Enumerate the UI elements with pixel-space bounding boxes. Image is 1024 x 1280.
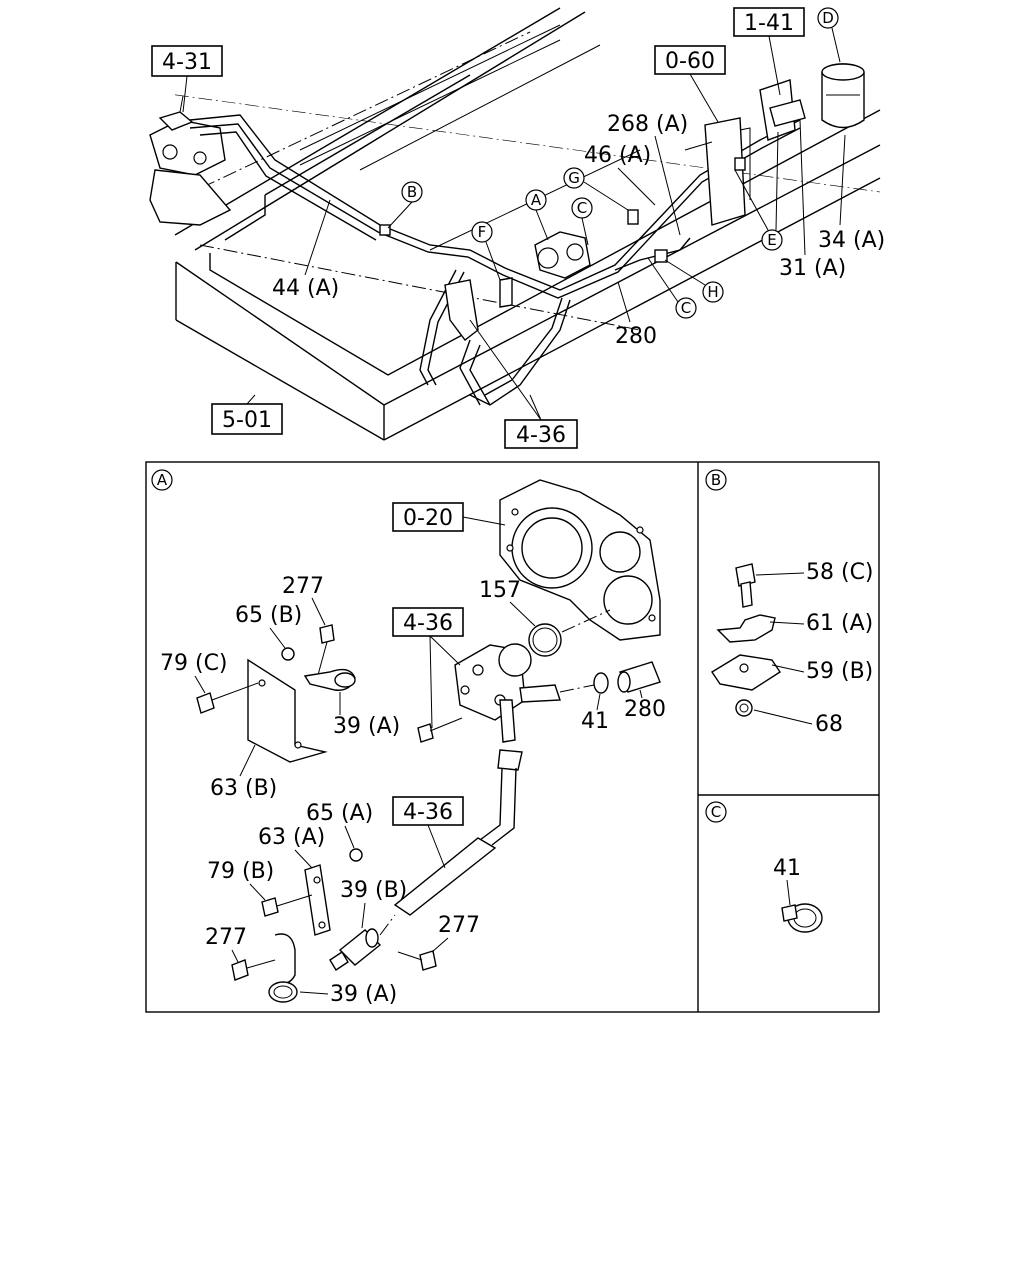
svg-text:G: G (568, 169, 580, 187)
callout-e-top: E (734, 131, 783, 251)
label-44a: 44 (A) (272, 276, 339, 301)
ref-0-60-label: 0-60 (665, 49, 715, 74)
callout-g-top: G (563, 167, 629, 211)
panel-c-marker: C (711, 803, 721, 821)
svg-text:F: F (478, 223, 487, 241)
svg-text:C: C (577, 199, 587, 217)
panel-b: B 58 (C) 61 (A) 59 (B) 68 (705, 469, 874, 737)
ref-box-4-36-top: 4-36 (469, 319, 578, 449)
ref-box-4-31: 4-31 (151, 45, 223, 113)
label-58c: 58 (C) (806, 560, 874, 585)
nut-65a (349, 848, 363, 862)
label-268a: 268 (A) (607, 112, 688, 137)
label-79c: 79 (C) (160, 651, 228, 676)
clamp-39a-bottom (274, 933, 296, 985)
svg-text:D: D (822, 9, 834, 27)
pump-assembly (534, 231, 591, 279)
reservoir-tank (821, 63, 865, 129)
callout-c-top2: C (647, 257, 697, 319)
label-39a-bottom: 39 (A) (330, 982, 397, 1007)
bracket-060 (684, 117, 751, 226)
ref-box-4-36-a1: 4-36 (392, 607, 464, 729)
bracket-63a (304, 864, 331, 936)
svg-text:H: H (707, 283, 718, 301)
callout-h-top: H (664, 259, 724, 303)
ref-box-1-41: 1-41 (733, 7, 805, 96)
bracket-59b (711, 654, 781, 691)
ref-0-20-label: 0-20 (403, 506, 453, 531)
ref-4-36-a2-label: 4-36 (403, 800, 453, 825)
label-34a: 34 (A) (818, 228, 885, 253)
label-59b: 59 (B) (806, 659, 873, 684)
label-79b: 79 (B) (207, 859, 274, 884)
nut-65b (281, 647, 295, 661)
label-63b: 63 (B) (210, 776, 277, 801)
long-hose (393, 749, 523, 916)
label-41-a: 41 (581, 709, 609, 734)
svg-text:C: C (681, 299, 691, 317)
label-31a: 31 (A) (779, 256, 846, 281)
ref-box-4-36-a2: 4-36 (392, 796, 464, 869)
svg-text:B: B (407, 183, 417, 201)
ref-box-0-20: 0-20 (392, 502, 506, 532)
label-277a: 277 (282, 574, 324, 599)
bolt-79c (196, 692, 215, 714)
panel-c: C 41 (705, 801, 823, 933)
pump-bolt (417, 717, 463, 743)
gear-housing (499, 479, 661, 641)
bolt-58c (735, 563, 756, 587)
label-277b: 277 (205, 925, 247, 950)
ref-5-01-label: 5-01 (222, 408, 272, 433)
callout-d-top: D (817, 7, 841, 63)
label-39a-top: 39 (A) (333, 714, 400, 739)
label-68: 68 (815, 712, 843, 737)
o-ring (528, 623, 562, 657)
ref-1-41-label: 1-41 (744, 11, 794, 36)
detail-panels (145, 461, 880, 1013)
label-65a: 65 (A) (306, 801, 373, 826)
label-41-c: 41 (773, 856, 801, 881)
bolt-277b (231, 959, 249, 981)
bolt-277a (319, 624, 335, 644)
pump-body (454, 643, 561, 743)
callout-c-top1: C (571, 197, 593, 246)
hose-clamp (593, 672, 609, 694)
nut-68 (735, 699, 753, 717)
clip-61a (716, 614, 776, 643)
callout-a-top: A (525, 189, 549, 241)
master-cylinder (149, 95, 232, 226)
svg-text:E: E (767, 231, 776, 249)
label-63a: 63 (A) (258, 825, 325, 850)
ref-box-0-60: 0-60 (654, 45, 726, 123)
panel-a-marker: A (157, 471, 168, 489)
overview-illustration: 4-31 1-41 0-60 5-01 4-36 B (149, 7, 885, 449)
label-61a: 61 (A) (806, 611, 873, 636)
label-157: 157 (479, 578, 521, 603)
label-277c: 277 (438, 913, 480, 938)
bolt-277c (419, 950, 437, 971)
label-280-top: 280 (615, 324, 657, 349)
bracket-63b (247, 658, 328, 763)
line-clips (379, 157, 746, 263)
label-65b: 65 (B) (235, 603, 302, 628)
ref-4-36-top-label: 4-36 (516, 423, 566, 448)
svg-text:A: A (531, 191, 542, 209)
callout-b-top: B (387, 181, 423, 229)
panel-b-marker: B (711, 471, 721, 489)
bracket-141 (759, 79, 806, 141)
ref-4-36-a1-label: 4-36 (403, 611, 453, 636)
ref-box-5-01: 5-01 (211, 394, 283, 435)
label-280-a: 280 (624, 697, 666, 722)
label-39b: 39 (B) (340, 878, 407, 903)
callout-f-top: F (471, 221, 501, 281)
bracket-f (444, 277, 513, 341)
panel-a: A 0-20 157 (151, 469, 666, 1007)
ref-4-31-label: 4-31 (162, 50, 212, 75)
bolt-79b (261, 897, 279, 917)
label-46a: 46 (A) (584, 143, 651, 168)
